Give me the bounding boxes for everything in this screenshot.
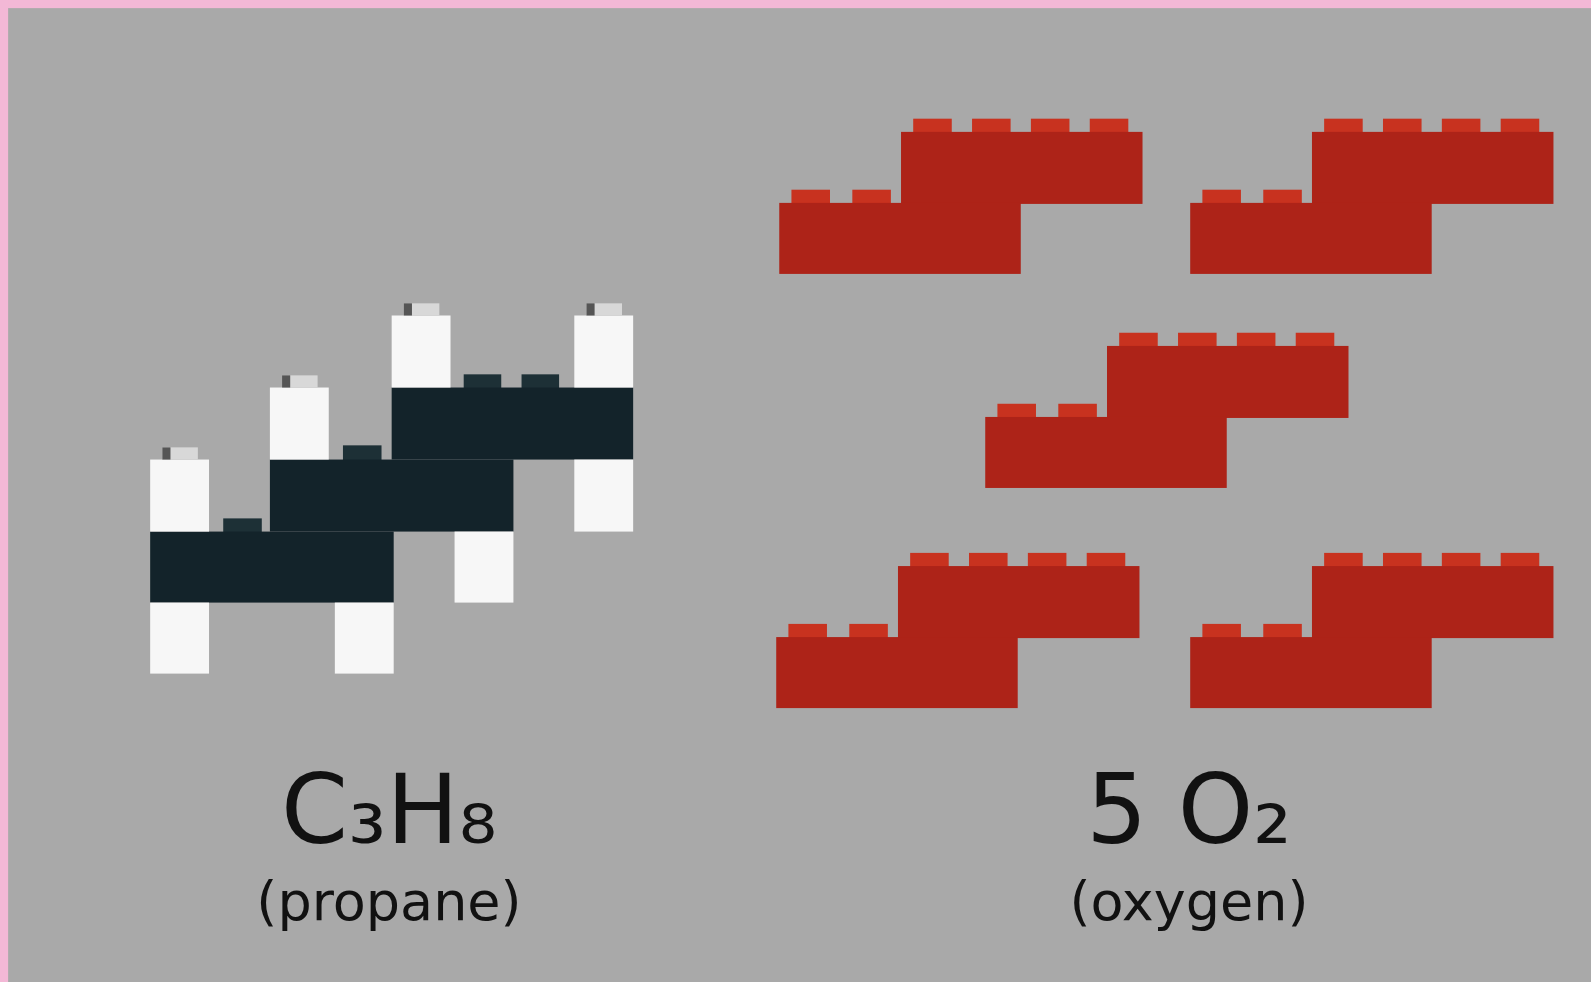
pink-border [0, 0, 8, 982]
propane-model [150, 303, 633, 673]
name-text: (oxygen) [1069, 872, 1308, 931]
pink-border [0, 0, 1591, 8]
formula-text: 5 O₂ [1086, 758, 1292, 864]
name-text: (propane) [256, 872, 521, 931]
oxygen-models [776, 119, 1553, 708]
formula-text: C₃H₈ [281, 758, 497, 864]
